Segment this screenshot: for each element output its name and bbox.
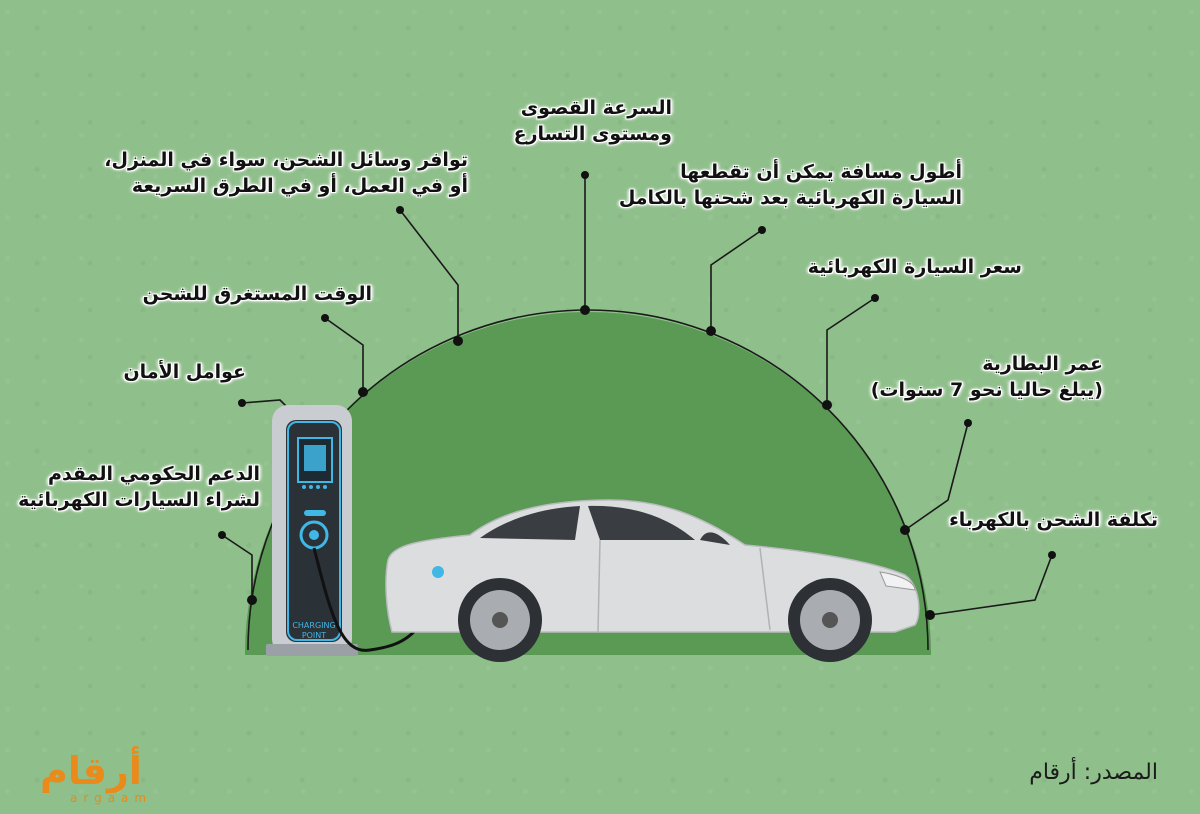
label-battery-life: عمر البطارية(يبلغ حاليا نحو 7 سنوات) bbox=[870, 353, 1103, 401]
connector-dots bbox=[218, 171, 1056, 620]
label-charging-time: الوقت المستغرق للشحن bbox=[142, 283, 372, 305]
label-charging-availability: توافر وسائل الشحن، سواء في المنزل،أو في … bbox=[104, 149, 468, 197]
connector-charging-availability bbox=[399, 209, 459, 341]
argaam-logo-latin: argaam bbox=[70, 791, 153, 805]
source-note: المصدر: أرقام bbox=[1029, 760, 1158, 785]
connector-charging-cost bbox=[929, 554, 1053, 616]
connector-ev-price bbox=[826, 297, 876, 405]
connector-charging-time bbox=[324, 317, 364, 392]
connector-max-range bbox=[710, 229, 763, 331]
connector-gov-support bbox=[221, 534, 253, 600]
charger-label-line2: POINT bbox=[302, 631, 326, 640]
argaam-logo: أرقام bbox=[40, 749, 142, 793]
charging-station: CHARGING POINT bbox=[266, 405, 358, 656]
connector-battery-life bbox=[904, 422, 969, 531]
label-ev-price: سعر السيارة الكهربائية bbox=[807, 256, 1022, 278]
electric-car bbox=[385, 499, 920, 662]
label-charging-cost: تكلفة الشحن بالكهرباء bbox=[949, 509, 1158, 531]
charger-label-line1: CHARGING bbox=[292, 621, 335, 630]
label-safety: عوامل الأمان bbox=[123, 361, 246, 383]
